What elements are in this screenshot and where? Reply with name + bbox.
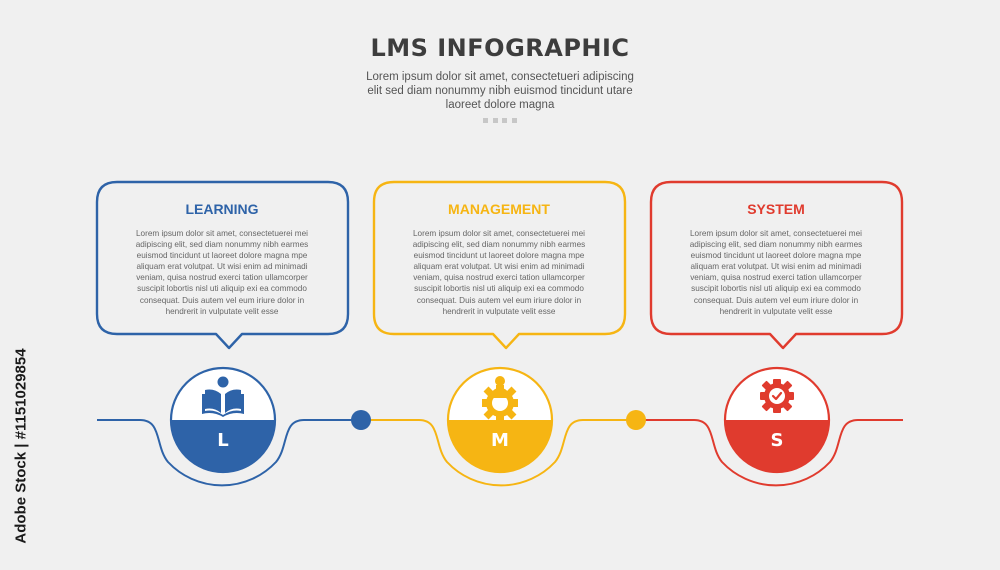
separator-dots	[483, 118, 517, 124]
box-text-system: Lorem ipsum dolor sit amet, consectetuer…	[689, 229, 863, 316]
connector-line-learning	[97, 419, 361, 487]
stock-credit-text: Adobe Stock | #1151029854	[12, 348, 30, 544]
page-subtitle: Lorem ipsum dolor sit amet, consectetuer…	[366, 71, 634, 111]
page-title: LMS INFOGRAPHIC	[370, 34, 630, 62]
circle-system	[723, 366, 831, 474]
box-title-learning: LEARNING	[185, 201, 259, 217]
box-title-system: SYSTEM	[747, 201, 805, 217]
letter-l: L	[217, 430, 229, 451]
callout-box-learning	[95, 180, 350, 350]
letter-m: M	[491, 430, 509, 451]
manager-gear-icon	[482, 376, 518, 421]
letter-s: S	[770, 430, 784, 451]
stock-credit: Adobe Stock | #1151029854	[10, 331, 32, 561]
box-text-management: Lorem ipsum dolor sit amet, consectetuer…	[412, 229, 586, 316]
connector-line-management	[361, 419, 636, 487]
node-dot-2	[626, 410, 646, 430]
connector-line-system	[636, 419, 903, 487]
callout-box-management	[372, 180, 627, 350]
callout-box-system	[649, 180, 904, 350]
book-reader-icon	[202, 376, 244, 417]
node-dot-1	[351, 410, 371, 430]
gear-check-icon	[760, 379, 794, 413]
box-title-management: MANAGEMENT	[448, 201, 550, 217]
box-text-learning: Lorem ipsum dolor sit amet, consectetuer…	[135, 229, 309, 316]
circle-learning	[169, 366, 277, 474]
